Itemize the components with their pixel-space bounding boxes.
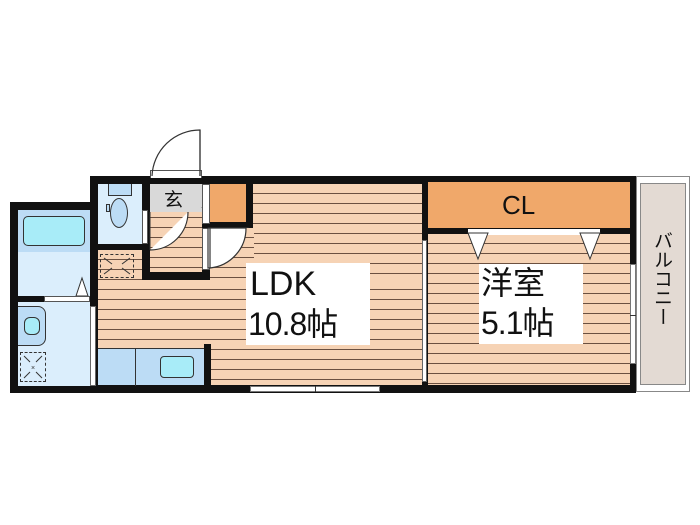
closet: CL [428, 182, 630, 228]
front-door-swing-icon[interactable] [150, 129, 202, 178]
balcony: バルコニー [636, 176, 690, 392]
entrance-label: 玄 [164, 189, 184, 211]
washer-space [20, 352, 46, 382]
hall-floor-cover [150, 208, 202, 212]
washer-space-icon: × [23, 355, 43, 379]
kitchen-wall [204, 344, 211, 388]
storage-bottom-wall [204, 222, 253, 228]
toilet-door[interactable] [142, 210, 148, 244]
toilet-paper-icon [106, 204, 110, 212]
entrance: 玄 [150, 184, 202, 211]
bathtub-icon [23, 216, 85, 246]
washbasin-icon [24, 317, 40, 335]
kitchen-counter [98, 348, 204, 386]
closet-door-rail[interactable] [468, 229, 600, 235]
counter-divider [135, 349, 136, 386]
ldk-room-size: 10.8帖 [248, 306, 338, 342]
toilet-tank [108, 184, 132, 196]
toilet-icon [110, 198, 128, 228]
window-mullion [315, 386, 316, 392]
partition-sliding-door[interactable] [422, 240, 427, 382]
svg-text:×: × [31, 365, 35, 372]
closet-door-marker-right-icon [579, 232, 601, 261]
shoe-storage [210, 184, 246, 222]
hall-bottom-wall [142, 272, 210, 280]
washroom: × [18, 302, 90, 386]
ldk-window[interactable] [250, 386, 380, 392]
western-room-name: 洋室 [481, 264, 546, 302]
bathroom [18, 210, 90, 297]
ldk-label-box: LDK 10.8帖 [246, 263, 370, 345]
balcony-floor [640, 183, 686, 385]
front-door-frame [150, 170, 202, 178]
ldk-door-swing-icon-2 [209, 227, 247, 269]
storage-door-jamb [202, 184, 210, 224]
storage-wall [246, 182, 253, 228]
bath-sliding-door[interactable] [44, 296, 90, 302]
washer-alcove [98, 250, 142, 280]
toilet-door-swing-icon [149, 211, 189, 251]
closet-door-marker-left-icon [467, 232, 489, 261]
western-room-size: 5.1帖 [481, 305, 554, 341]
door-marker-icon [75, 276, 89, 297]
ldk-room-name: LDK [250, 265, 317, 303]
western-room-label-box: 洋室 5.1帖 [479, 264, 583, 344]
washer-box [100, 254, 134, 278]
toilet-room [98, 184, 142, 244]
closet-label: CL [502, 190, 536, 220]
washroom-sliding-door[interactable] [90, 306, 96, 386]
balcony-window[interactable] [630, 264, 636, 364]
window-mullion-2 [630, 315, 636, 316]
balcony-label: バルコニー [651, 231, 673, 326]
washer-alcove-icon [103, 257, 131, 275]
sink-icon [160, 356, 194, 378]
bath-divider-wall [18, 296, 44, 302]
